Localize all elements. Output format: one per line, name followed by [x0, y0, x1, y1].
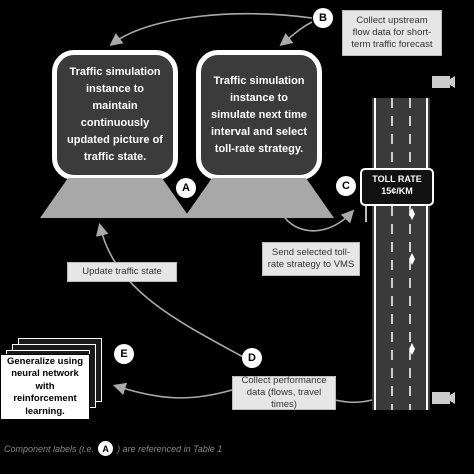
arrow-b-to-monitor-b: [279, 21, 313, 46]
caption-before: Component labels (i.e.: [4, 443, 95, 454]
arrow-update-state: [95, 222, 246, 359]
figure-caption: Component labels (i.e. A ) are reference…: [4, 441, 222, 456]
arrow-b-to-monitor-a: [109, 12, 313, 46]
arrow-d-to-e: [112, 382, 233, 399]
label-send-strategy: Send selected toll-rate strategy to VMS: [262, 242, 360, 276]
highway-road: [372, 98, 430, 410]
monitor-b-screen: Traffic simulation instance to simulate …: [196, 50, 322, 180]
monitor-a-screen: Traffic simulation instance to maintain …: [52, 50, 178, 180]
badge-a: A: [176, 178, 196, 198]
sign-line2: 15¢/KM: [381, 186, 413, 196]
caption-badge: A: [98, 441, 114, 456]
label-collect-performance: Collect performance data (flows, travel …: [232, 375, 336, 410]
monitor-a-base: [40, 178, 190, 218]
badge-b: B: [313, 8, 333, 28]
badge-e: E: [114, 344, 134, 364]
arrow-road-to-d: [334, 399, 373, 404]
sign-line1: TOLL RATE: [372, 174, 422, 184]
caption-after: ) are referenced in Table 1: [117, 443, 223, 454]
card-generalize: Generalize using neural network with rei…: [0, 354, 90, 420]
monitor-a-text: Traffic simulation instance to maintain …: [67, 66, 163, 163]
badge-d: D: [242, 348, 262, 368]
camera-icon-upstream: [432, 76, 455, 88]
label-collect-upstream: Collect upstream flow data for short-ter…: [342, 10, 442, 56]
monitor-b-base: [184, 178, 334, 218]
vms-toll-sign: TOLL RATE 15¢/KM: [360, 168, 434, 206]
monitor-b-text: Traffic simulation instance to simulate …: [211, 74, 307, 155]
badge-c: C: [336, 176, 356, 196]
arrow-monitor-b-to-sign: [284, 209, 355, 232]
label-update-traffic-state: Update traffic state: [67, 262, 177, 282]
camera-icon-downstream: [432, 392, 455, 404]
